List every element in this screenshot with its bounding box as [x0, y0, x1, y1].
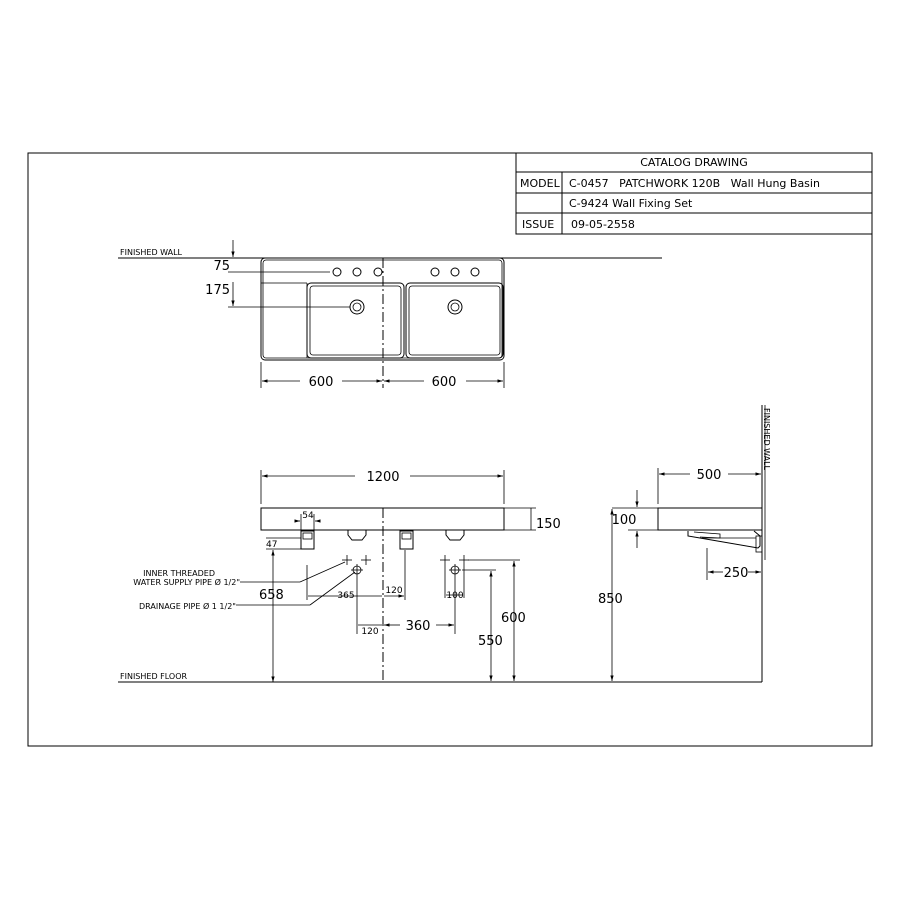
right-drain-icon	[447, 299, 463, 315]
drain-pipe-label: DRAINAGE PIPE Ø 1 1/2"	[139, 601, 236, 611]
fixing-set-value: C-9424 Wall Fixing Set	[569, 197, 693, 210]
left-waste-outlet	[347, 530, 367, 541]
drawing-frame	[27, 152, 873, 747]
dim-1200: 1200	[366, 470, 399, 485]
dim-150: 150	[536, 517, 561, 532]
dim-120-a: 120	[385, 586, 402, 596]
supply-pipe-label-line1: INNER THREADED	[143, 569, 215, 578]
dim-47: 47	[266, 540, 277, 550]
side-view: FINISHED WALL 500 100 250 850	[598, 405, 771, 682]
dim-550: 550	[478, 634, 503, 649]
model-label: MODEL	[520, 177, 561, 190]
tap-hole-icon	[430, 267, 440, 277]
title-block: CATALOG DRAWING MODEL C-0457 PATCHWORK 1…	[515, 152, 873, 235]
right-bowl	[405, 282, 504, 359]
finished-wall-side-label: FINISHED WALL	[762, 408, 771, 471]
basin-side-profile	[657, 507, 763, 531]
plan-view: FINISHED WALL 75 175	[118, 240, 662, 390]
dim-600-front: 600	[501, 611, 526, 626]
dim-360: 360	[406, 619, 431, 634]
right-waste-outlet	[445, 530, 465, 541]
dim-365: 365	[337, 591, 354, 601]
tap-hole-icon	[470, 267, 480, 277]
left-bowl	[306, 282, 405, 359]
dim-250: 250	[724, 566, 749, 581]
dim-658: 658	[259, 588, 284, 603]
model-value: C-0457 PATCHWORK 120B Wall Hung Basin	[569, 177, 820, 190]
finished-wall-top-label: FINISHED WALL	[120, 248, 183, 257]
side-bracket	[687, 530, 761, 549]
supply-pipe-label-line2: WATER SUPPLY PIPE Ø 1/2"	[133, 577, 240, 587]
tap-hole-icon	[352, 267, 362, 277]
front-view: FINISHED FLOOR 1200 150 54 47	[118, 470, 762, 683]
dim-54: 54	[302, 511, 314, 521]
dim-100-side: 100	[612, 513, 637, 528]
dim-500: 500	[697, 468, 722, 483]
tap-hole-icon	[332, 267, 342, 277]
dim-850: 850	[598, 592, 623, 607]
tap-hole-icon	[373, 267, 383, 277]
right-bracket	[399, 530, 414, 550]
dim-600-left: 600	[309, 375, 334, 390]
dim-75: 75	[213, 259, 230, 274]
finished-floor-label: FINISHED FLOOR	[120, 672, 188, 681]
dim-600-right: 600	[432, 375, 457, 390]
dim-120-b: 120	[361, 627, 378, 637]
left-bracket	[300, 530, 315, 550]
right-drain-point-icon	[449, 564, 461, 576]
issue-label: ISSUE	[522, 218, 554, 231]
right-supply-point-icon	[440, 555, 469, 565]
title-block-header: CATALOG DRAWING	[640, 156, 748, 169]
left-drain-point-icon	[351, 564, 363, 576]
issue-value: 09-05-2558	[571, 218, 635, 231]
left-supply-point-icon	[342, 555, 371, 565]
left-drain-icon	[349, 299, 365, 315]
tap-hole-icon	[450, 267, 460, 277]
dim-175: 175	[205, 283, 230, 298]
